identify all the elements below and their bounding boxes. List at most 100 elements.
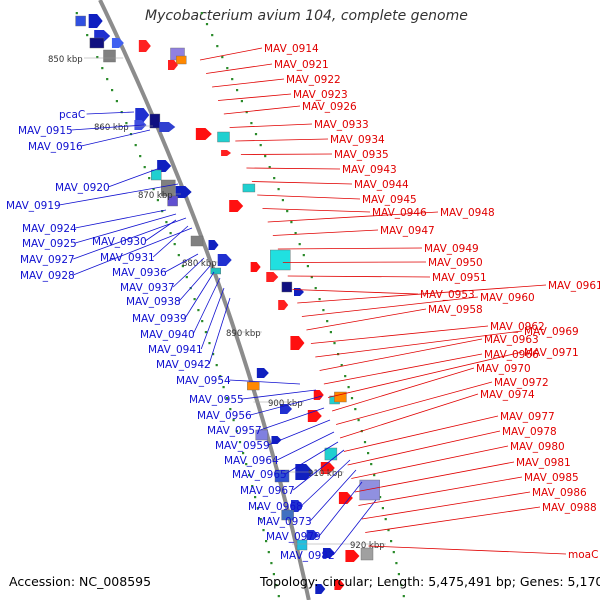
track-dot [216,45,219,48]
gene-arrow [322,548,335,558]
track-dot [173,243,176,246]
left-leader [71,124,145,131]
gene-arrow [291,500,303,512]
left-gene-label: MAV_0931 [100,252,155,264]
track-dot [281,199,284,202]
left-gene-label: MAV_0915 [18,125,73,137]
left-gene-label: MAV_0955 [189,394,244,406]
track-dot [177,254,180,257]
track-dot [392,551,395,554]
kbp-label: 860 kbp [94,123,129,133]
left-leader [242,389,317,400]
track-dot [201,320,204,323]
right-gene-label: MAV_0953 [420,289,475,301]
track-dot [156,199,159,202]
gene-arrow [250,262,261,272]
track-dot [264,155,267,158]
accession-label: Accession: NC_008595 [9,574,152,589]
right-gene-label: MAV_0962 [490,321,545,333]
gene-arrow [217,254,232,266]
gene-arrow [138,40,151,52]
track-dot [139,155,142,158]
track-dot [354,408,357,411]
right-gene-label: MAV_0951 [432,272,487,284]
track-dot [265,540,268,543]
gene-arrow [159,122,176,132]
right-gene-label: MAV_0978 [502,426,557,438]
right-gene-label: MAV_0985 [524,472,579,484]
left-leader [178,265,211,302]
gene-arrow [88,14,103,28]
right-gene-labels: MAV_0914MAV_0921MAV_0922MAV_0923MAV_0926… [199,43,600,561]
track-dot [200,12,203,15]
gene-arrow [168,60,179,70]
gene-arrow [221,150,232,156]
track-dot [181,265,184,268]
right-leader [323,353,483,385]
left-gene-label: MAV_0927 [20,254,75,266]
gene-arrow [195,128,212,140]
track-dot [226,67,229,70]
track-dot [185,276,188,279]
right-gene-label: MAV_0921 [274,59,329,71]
left-leader [172,257,205,288]
gene-block [190,235,204,247]
track-dot [115,100,118,103]
gene-arrow [208,240,219,250]
gene-block [255,429,268,441]
gene-block [281,281,293,293]
right-leader [319,338,483,371]
track-dot [333,342,336,345]
gene-arrow [293,288,304,296]
left-gene-label: MAV_0919 [6,200,61,212]
left-gene-label: MAV_0925 [22,238,77,250]
right-gene-label: MAV_0974 [480,389,535,401]
track-dot [134,144,137,147]
right-gene-label: MAV_0969 [524,326,579,338]
gene-arrow [278,300,289,310]
right-gene-label: MAV_0981 [516,457,571,469]
right-gene-label: MAV_0988 [542,502,597,514]
right-leader [347,430,501,466]
left-gene-label: MAV_0936 [112,267,167,279]
kbp-label: 880 kbp [182,259,217,269]
left-gene-label: MAV_0965 [232,469,287,481]
track-dot [310,276,313,279]
track-dot [221,56,224,59]
right-gene-label: MAV_0971 [524,347,579,359]
track-dot [367,452,370,455]
right-gene-label: MAV_0935 [334,149,389,161]
gene-block [89,37,105,49]
track-dot [165,221,168,224]
right-gene-label: MAV_0934 [330,134,385,146]
left-gene-label: MAV_0964 [224,455,279,467]
right-leader [368,545,567,555]
track-dot [86,34,89,37]
gene-arrow [157,160,172,172]
left-leader [250,395,323,416]
gene-arrow [266,272,279,282]
track-dot [111,89,114,92]
left-leader [268,419,331,446]
left-leader [73,217,187,260]
left-gene-label: MAV_0954 [176,375,231,387]
track-dot [340,364,343,367]
right-leader [217,93,292,101]
gene-block [242,183,256,193]
left-leader [108,167,161,188]
right-leader [272,229,379,236]
left-leader [309,469,357,522]
right-leader [358,476,523,506]
track-dot [245,463,248,466]
gene-block [149,113,161,129]
track-dot [232,419,235,422]
gene-block [270,249,291,271]
track-dot [250,122,253,125]
left-leader [300,459,351,507]
left-gene-labels: pcaCMAV_0915MAV_0916MAV_0920MAV_0919MAV_… [6,109,377,562]
right-gene-label: MAV_0960 [480,292,535,304]
left-gene-label: MAV_0924 [22,223,77,235]
track-dot [350,397,354,400]
left-gene-label: MAV_0957 [207,425,262,437]
